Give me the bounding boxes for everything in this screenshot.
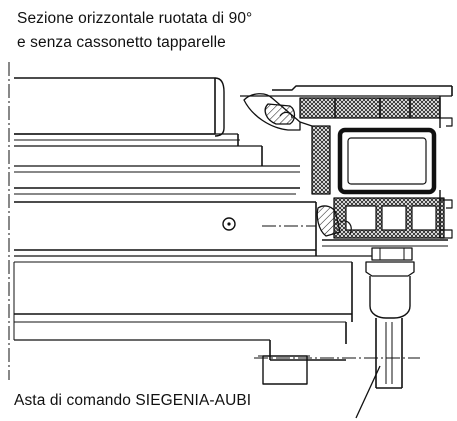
control-rod — [365, 247, 415, 389]
section-title-line-2: e senza cassonetto tapparelle — [17, 34, 226, 51]
fixing-hole-icon — [222, 217, 236, 231]
glazing-sash — [13, 77, 372, 361]
callout-leader-line — [355, 365, 381, 419]
hinge-bracket — [258, 355, 310, 385]
frame-profile — [240, 85, 453, 247]
section-title-line-1: Sezione orizzontale ruotata di 90° — [17, 10, 253, 27]
control-rod-label: Asta di comando SIEGENIA-AUBI — [14, 392, 252, 409]
